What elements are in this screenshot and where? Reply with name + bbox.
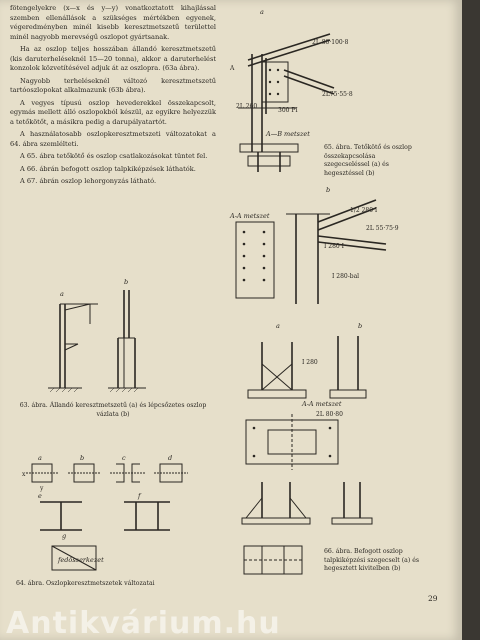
body-text-column: fötengelyekre (x—x és y—y) vonatkoztatot… [10, 4, 216, 190]
paragraph: fötengelyekre (x—x és y—y) vonatkoztatot… [10, 4, 216, 41]
paragraph: A használatosabb oszlopkeresztmetszeti v… [10, 130, 216, 148]
figure-65-truss-connections: a 2L 80·100·8 2L75·55·8 300 PI A 2L 260 … [229, 8, 399, 304]
paragraph: A 66. ábrán befogott oszlop talpkiképzés… [20, 164, 196, 173]
figure-63-caption: 63. ábra. Állandó keresztmetszetű (a) és… [19, 402, 207, 418]
profile-label: 1/2 280 I [350, 207, 378, 214]
label-a: a [60, 290, 64, 298]
figure-64-cross-sections: a b c d x y e f g fedőszerkezet [22, 454, 188, 571]
paragraph: Nagyobb terheléseknél változó keresztmet… [10, 76, 216, 95]
label-A: A [229, 65, 235, 72]
label-a: a [38, 454, 42, 462]
page-number: 29 [428, 594, 438, 603]
label-a: a [276, 322, 280, 330]
label-fedoszerkezet: fedőszerkezet [57, 555, 104, 564]
figure-66-column-base: a b I 280 A-A metszet 2L 80·80 [241, 322, 373, 575]
paragraph: A vegyes típusú oszlop hevederekkel össz… [10, 98, 216, 126]
profile-label: I 280 I [324, 243, 345, 250]
profile-label: I 280 [302, 359, 318, 366]
label-b: b [358, 322, 362, 330]
paragraph: A 67. ábrán oszlop lehorgonyzás látható. [20, 177, 157, 185]
figure-65-caption: 65. ábra. Tetőkötő és oszlop összekapcso… [324, 144, 412, 177]
profile-label: 2L 80·80 [316, 411, 343, 418]
label-b: b [80, 454, 84, 462]
label-d: d [168, 454, 172, 462]
profile-label: 2L 80·100·8 [312, 39, 349, 46]
watermark: Antikvárium.hu [6, 606, 281, 640]
figure-66-caption: 66. ábra. Befogott oszlop talpkiképzési … [324, 548, 420, 572]
profile-label: I 280-bal [332, 273, 359, 280]
axis-y: y [39, 485, 44, 492]
section-label: A—B metszet [265, 130, 310, 138]
label-g: g [62, 532, 66, 540]
label-c: c [122, 454, 126, 462]
figure-63-column-sketches: a b [48, 278, 146, 393]
paragraph: Ha az oszlop teljes hosszában állandó ke… [10, 45, 216, 72]
profile-label: 2L 260 [236, 103, 257, 110]
paragraph: A 65. ábra tetőkötő és oszlop csatlakozá… [20, 152, 208, 160]
profile-label: 300 PI [278, 107, 298, 114]
profile-label: 2L75·55·8 [322, 91, 353, 98]
book-page: fötengelyekre (x—x és y—y) vonatkoztatot… [0, 0, 462, 640]
section-label: A-A metszet [229, 212, 270, 220]
section-label: A-A metszet [301, 400, 342, 408]
label-b: b [124, 278, 128, 286]
label-f: f [137, 492, 142, 500]
label-a: a [260, 8, 264, 16]
figure-64-caption: 64. ábra. Oszlopkeresztmetszetek változa… [16, 580, 155, 587]
axis-x: x [22, 471, 26, 478]
label-b: b [326, 186, 330, 194]
label-e: e [38, 492, 42, 500]
profile-label: 2L 55·75·9 [366, 225, 399, 232]
